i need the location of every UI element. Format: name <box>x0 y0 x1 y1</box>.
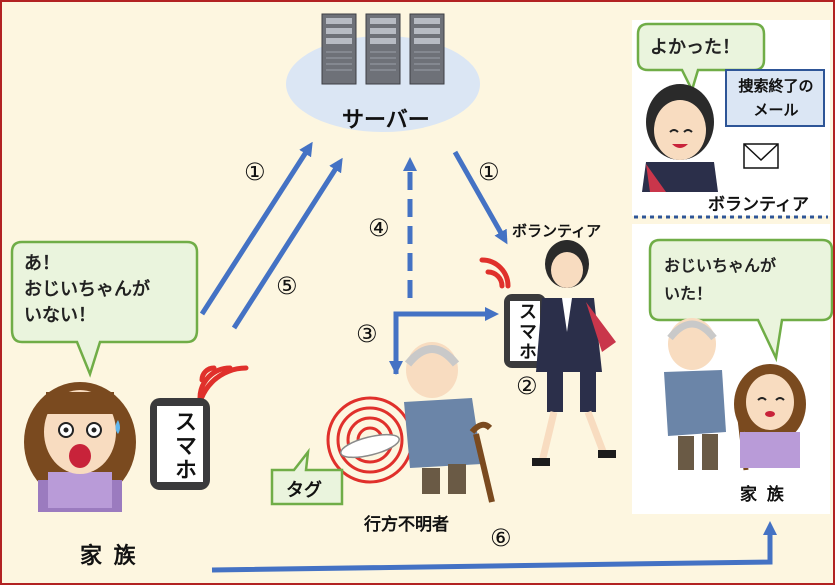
right-volunteer-icon <box>642 84 718 192</box>
end-mail-note <box>725 69 825 127</box>
server <box>286 13 480 132</box>
tag-label-box <box>270 447 344 506</box>
family-label: 家 族 <box>80 544 138 569</box>
elderly-man-icon <box>404 342 495 503</box>
missing-person-label: 行方不明者 <box>364 515 449 535</box>
right-top-label: ボランティア <box>708 195 809 215</box>
arrow-step1-family-to-server <box>199 141 313 316</box>
step-2: ② <box>516 372 538 400</box>
arrow-step6-family-to-family <box>211 521 777 573</box>
family-woman-icon <box>24 382 136 512</box>
mail-envelope-icon <box>743 143 779 169</box>
family-speech-text: あ！ おじいちゃんが いない！ <box>24 253 150 326</box>
step-1-left: ① <box>244 158 266 186</box>
family-speech-bubble <box>10 240 199 378</box>
mail-note-text: 捜索終了の メール <box>738 77 814 119</box>
volunteer-signal-icon <box>479 257 511 289</box>
step-6: ⑥ <box>490 524 512 552</box>
step-5: ⑤ <box>276 272 298 300</box>
family-phone-label: スマホ <box>171 410 196 482</box>
family-found-bubble <box>648 238 833 363</box>
family-phone-icon <box>150 398 210 490</box>
volunteer-phone-label: スマホ <box>516 302 537 362</box>
step-4: ④ <box>368 214 390 242</box>
volunteer-woman-icon <box>532 240 616 466</box>
server-rack-icon <box>321 13 445 85</box>
volunteer-label: ボランティア <box>512 222 602 240</box>
flow-arrows <box>199 141 777 573</box>
tag-device-icon <box>340 433 400 459</box>
arrow-step1-server-to-volunteer <box>452 150 508 245</box>
arrow-step5-family-to-server <box>231 157 343 330</box>
right-family-woman-icon <box>734 364 806 468</box>
right-elderly-man-icon <box>664 318 749 471</box>
right-top-speech-text: よかった！ <box>650 37 740 58</box>
volunteer-phone-icon <box>504 294 546 368</box>
right-bottom-label: 家 族 <box>740 485 786 505</box>
step-3: ③ <box>356 320 378 348</box>
tag-label: タグ <box>286 480 322 501</box>
volunteer-happy-bubble <box>636 22 766 94</box>
server-label: サーバー <box>342 108 430 133</box>
right-bottom-speech-text: おじいちゃんが いた！ <box>664 256 777 303</box>
step-1-right: ① <box>478 158 500 186</box>
